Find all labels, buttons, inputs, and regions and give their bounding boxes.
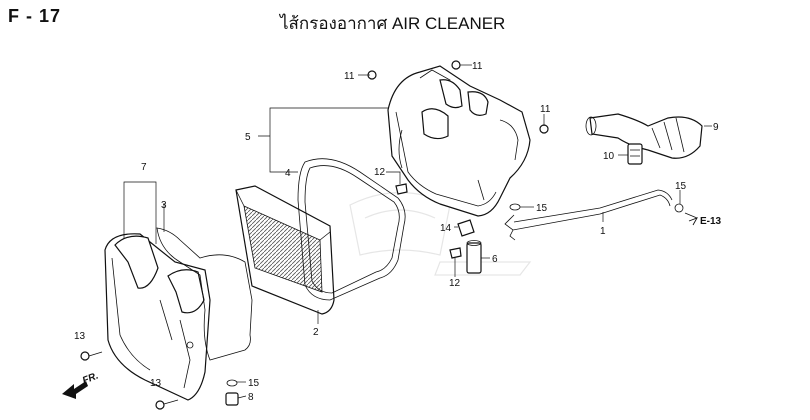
- air-cleaner-housing-part-5: [387, 65, 531, 217]
- front-direction-label: FR.: [81, 371, 100, 387]
- reference-arrow-e13: E-13: [684, 212, 722, 227]
- bolt-part-11-b: [451, 60, 461, 70]
- screw-part-12-b: [449, 247, 462, 259]
- callout-15-b: 15: [675, 181, 687, 192]
- callout-14: 14: [440, 223, 452, 234]
- air-cleaner-case-part-7: [104, 233, 211, 401]
- callout-15-c: 15: [248, 378, 260, 389]
- screw-part-12-a: [395, 183, 408, 195]
- page-title: ไส้กรองอากาศ AIR CLEANER: [280, 14, 506, 33]
- callout-1: 1: [600, 226, 606, 237]
- reference-e13-label: E-13: [700, 216, 722, 227]
- bolt-part-11-c: [539, 124, 549, 134]
- callout-11-b: 11: [472, 61, 483, 72]
- drain-tube-part-1: [504, 189, 673, 241]
- screw-part-13-b: [155, 399, 179, 410]
- callout-9: 9: [713, 122, 719, 133]
- drain-plug-part-8: [225, 392, 239, 406]
- page-code: F - 17: [8, 6, 62, 26]
- callout-5: 5: [245, 132, 251, 143]
- leader-lines: [123, 64, 712, 399]
- clip-part-15-a: [509, 203, 521, 211]
- callout-4: 4: [285, 168, 291, 179]
- callout-11-c: 11: [540, 104, 551, 115]
- callout-13-a: 13: [74, 331, 86, 342]
- callout-6: 6: [492, 254, 498, 265]
- clip-part-15-b: [674, 203, 684, 213]
- clip-part-15-c: [226, 379, 238, 387]
- case-seal-part-3: [156, 227, 253, 361]
- callout-15-a: 15: [536, 203, 548, 214]
- callout-10: 10: [603, 151, 615, 162]
- callout-8: 8: [248, 392, 254, 403]
- callout-12-a: 12: [374, 167, 386, 178]
- tube-band-part-10: [627, 143, 643, 165]
- clip-part-14: [457, 219, 475, 237]
- air-cleaner-element-part-2: [235, 185, 335, 315]
- front-direction-arrow: FR.: [62, 371, 100, 399]
- housing-seal-part-4: [297, 158, 406, 301]
- callout-3: 3: [161, 200, 167, 211]
- callout-11-a: 11: [344, 71, 355, 82]
- callout-12-b: 12: [449, 278, 461, 289]
- callout-7: 7: [141, 162, 147, 173]
- callout-13-b: 13: [150, 378, 162, 389]
- screw-part-13-a: [80, 351, 103, 361]
- callout-2: 2: [313, 327, 319, 338]
- drain-plug-part-6: [466, 240, 482, 274]
